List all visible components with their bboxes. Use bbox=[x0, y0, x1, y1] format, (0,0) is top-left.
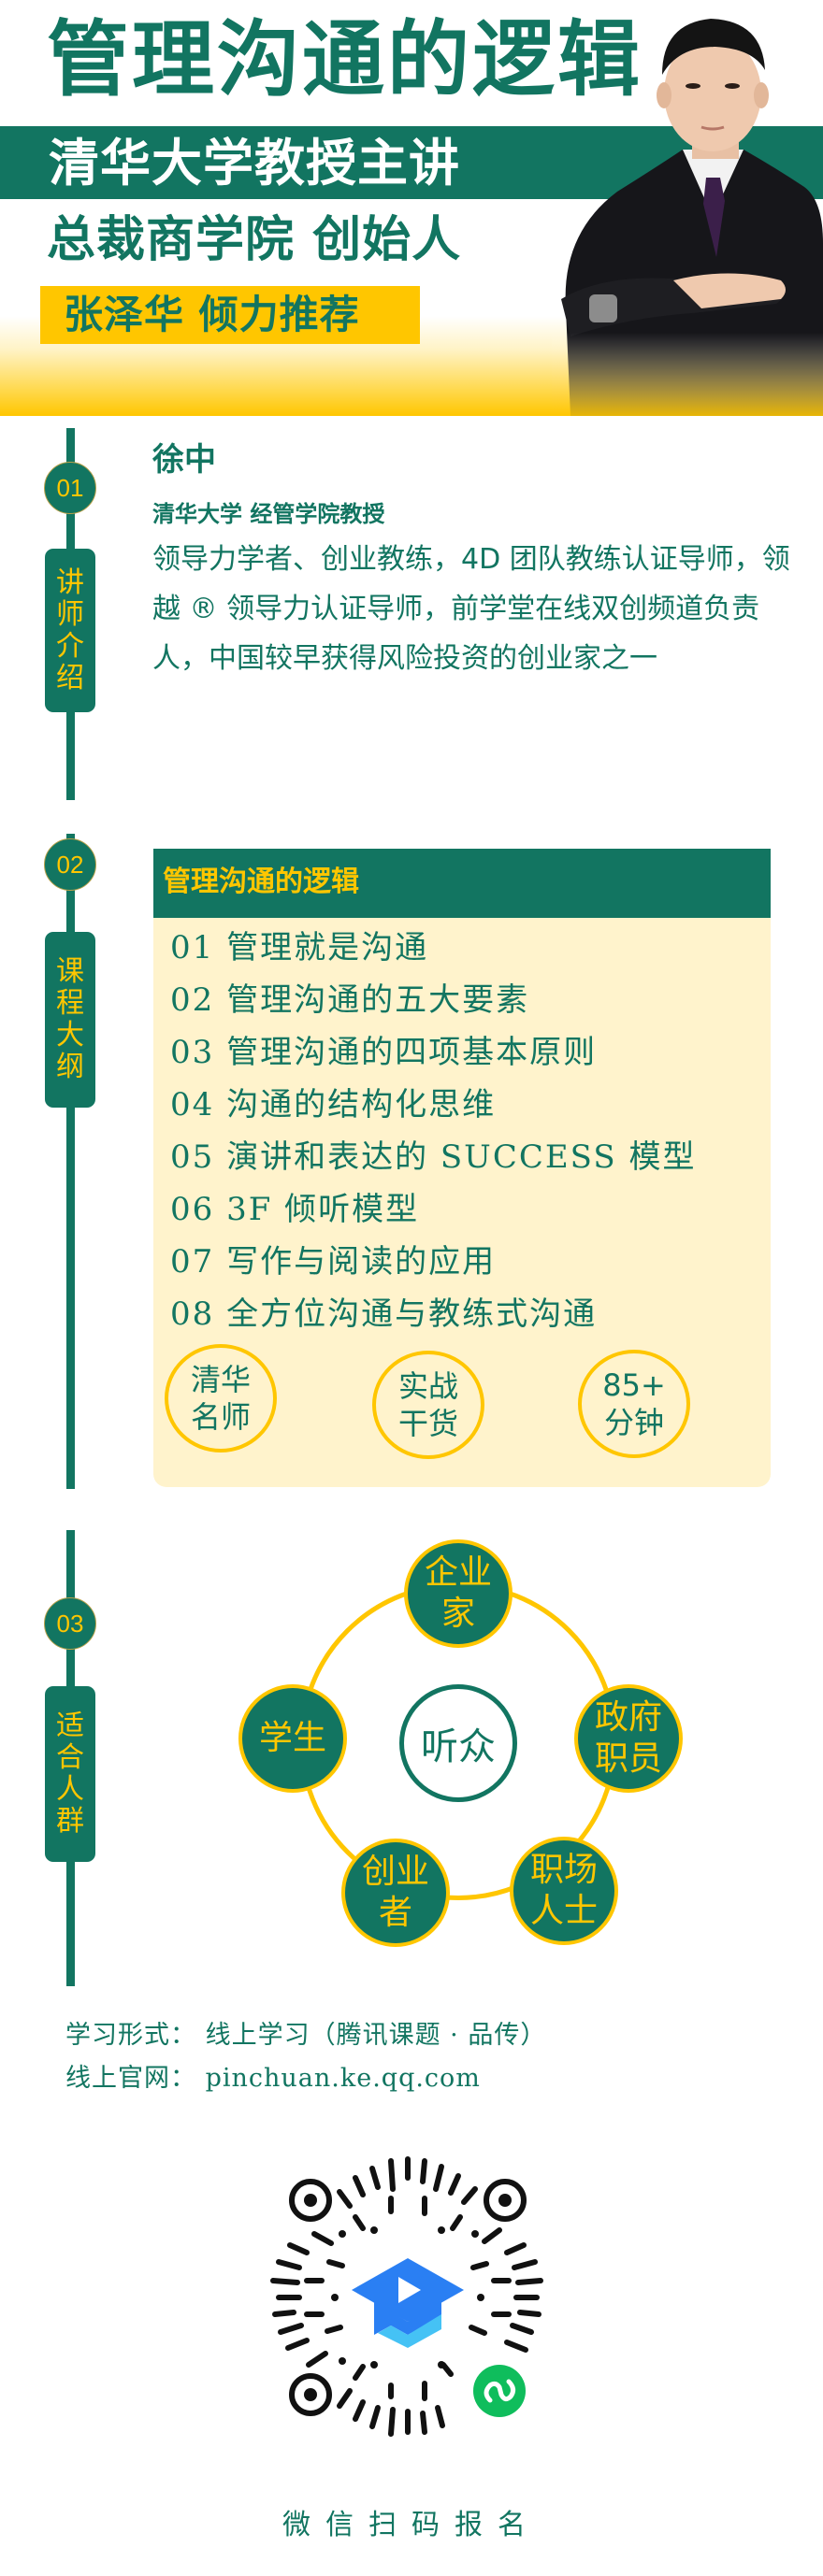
miniprogram-qr-code[interactable] bbox=[251, 2140, 565, 2454]
tencent-classroom-logo bbox=[352, 2258, 464, 2348]
qr-caption: 微信扫码报名 bbox=[282, 2509, 541, 2541]
official-website-link[interactable]: 线上官网： pinchuan.ke.qq.com bbox=[65, 2064, 481, 2093]
hero-title: 管理沟通的逻辑 bbox=[47, 11, 643, 107]
section-label-pill: 课 程 大 纲 bbox=[45, 932, 95, 1108]
study-format: 学习形式： 线上学习（腾讯课题 · 品传） bbox=[65, 2021, 547, 2050]
hero-subtitle: 总裁商学院 创始人 bbox=[47, 211, 462, 268]
outline-item: 01 管理就是沟通 bbox=[170, 929, 429, 966]
feature-badge-duration: 85+ 分钟 bbox=[578, 1350, 690, 1458]
section-label-pill: 讲 师 介 绍 bbox=[45, 549, 95, 712]
section-label-char: 讲 bbox=[56, 565, 84, 599]
audience-node-founders: 创业 者 bbox=[341, 1839, 450, 1947]
section-label-char: 师 bbox=[56, 597, 84, 631]
section-number-badge: 01 bbox=[44, 462, 96, 514]
outline-item: 03 管理沟通的四项基本原则 bbox=[170, 1034, 598, 1071]
hero-recommend-text: 张泽华 倾力推荐 bbox=[64, 292, 360, 337]
outline-item: 08 全方位沟通与教练式沟通 bbox=[170, 1295, 598, 1333]
section-label-char: 介 bbox=[56, 629, 84, 663]
node-line: 家 bbox=[440, 1595, 475, 1633]
audience-node-entrepreneur: 企业 家 bbox=[404, 1539, 513, 1648]
node-line: 者 bbox=[378, 1894, 412, 1932]
course-title: 管理沟通的逻辑 bbox=[163, 866, 359, 898]
node-line: 人士 bbox=[529, 1892, 598, 1930]
course-card-header: 管理沟通的逻辑 bbox=[153, 849, 771, 918]
node-line: 职员 bbox=[594, 1739, 662, 1778]
section-label-char: 适 bbox=[56, 1710, 84, 1742]
audience-node-students: 学生 bbox=[238, 1684, 347, 1793]
badge-line: 85+ bbox=[602, 1367, 666, 1403]
hero-band-text: 清华大学教授主讲 bbox=[49, 133, 460, 193]
outline-item: 04 沟通的结构化思维 bbox=[170, 1086, 497, 1123]
audience-node-professionals: 职场 人士 bbox=[510, 1837, 618, 1945]
outline-item: 05 演讲和表达的 SUCCESS 模型 bbox=[170, 1138, 697, 1176]
section-number-badge: 02 bbox=[44, 838, 96, 891]
badge-line: 实战 bbox=[397, 1368, 458, 1404]
node-line: 政府 bbox=[594, 1698, 662, 1737]
feature-badge-teacher: 清华 名师 bbox=[165, 1344, 277, 1453]
lecturer-bio: 领导力学者、创业教练，4D 团队教练认证导师，领越 ® 领导力认证导师，前学堂在… bbox=[152, 543, 790, 675]
feature-badge-practical: 实战 干货 bbox=[372, 1351, 484, 1459]
timeline-line bbox=[66, 834, 75, 1489]
hero-banner: 管理沟通的逻辑 清华大学教授主讲 总裁商学院 创始人 张泽华 倾力推荐 bbox=[0, 0, 823, 416]
section-label-char: 大 bbox=[56, 1019, 84, 1052]
outline-item: 07 写作与阅读的应用 bbox=[170, 1243, 497, 1281]
node-line: 创业 bbox=[361, 1853, 429, 1891]
badge-line: 干货 bbox=[397, 1406, 458, 1441]
section-label-char: 课 bbox=[56, 955, 84, 988]
badge-line: 清华 bbox=[190, 1362, 251, 1397]
outline-item: 02 管理沟通的五大要素 bbox=[170, 981, 530, 1019]
wechat-miniprogram-icon bbox=[473, 2365, 526, 2417]
outline-item: 06 3F 倾听模型 bbox=[170, 1191, 420, 1228]
audience-node-government-staff: 政府 职员 bbox=[574, 1684, 683, 1793]
node-line: 职场 bbox=[529, 1851, 598, 1889]
audience-center-label: 听众 bbox=[421, 1725, 496, 1768]
hero-recommend-bar bbox=[40, 286, 420, 344]
lecturer-title: 清华大学 经管学院教授 bbox=[152, 501, 385, 527]
course-outline-list: 01 管理就是沟通 02 管理沟通的五大要素 03 管理沟通的四项基本原则 04… bbox=[170, 922, 696, 1340]
section-label-char: 群 bbox=[56, 1805, 84, 1838]
section-label-char: 人 bbox=[56, 1773, 84, 1806]
section-label-char: 合 bbox=[56, 1741, 84, 1774]
badge-line: 分钟 bbox=[603, 1405, 664, 1440]
audience-center-node: 听众 bbox=[399, 1684, 517, 1802]
section-label-char: 绍 bbox=[56, 661, 84, 694]
section-label-pill: 适 合 人 群 bbox=[45, 1686, 95, 1862]
section-number-badge: 03 bbox=[44, 1597, 96, 1650]
node-line: 学生 bbox=[258, 1719, 326, 1757]
lecturer-name: 徐中 bbox=[152, 441, 216, 479]
section-label-char: 程 bbox=[56, 987, 84, 1020]
course-card: 管理沟通的逻辑 01 管理就是沟通 02 管理沟通的五大要素 03 管理沟通的四… bbox=[153, 849, 771, 1487]
badge-line: 名师 bbox=[190, 1399, 251, 1435]
lecturer-portrait bbox=[552, 0, 823, 416]
node-line: 企业 bbox=[424, 1553, 492, 1592]
section-label-char: 纲 bbox=[56, 1051, 84, 1083]
